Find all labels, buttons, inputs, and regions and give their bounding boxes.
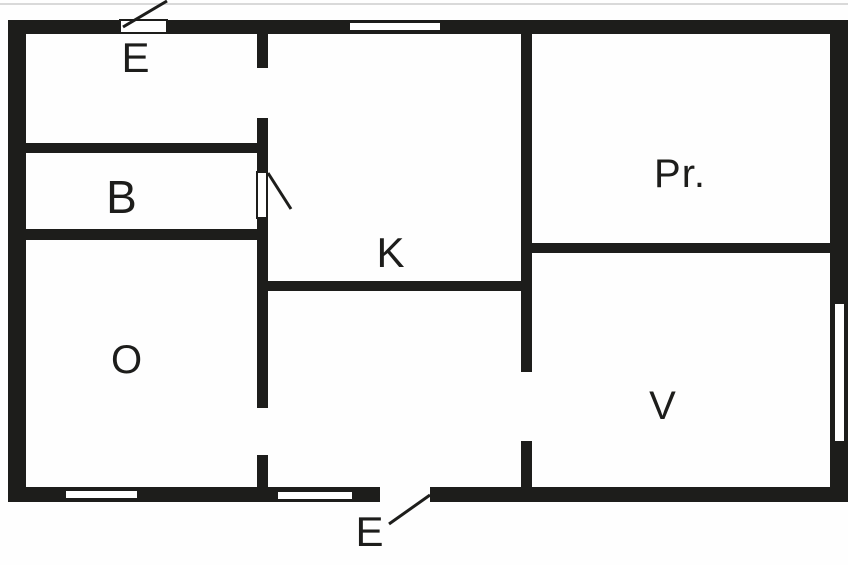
wall-left-partition-segment-3 (257, 218, 268, 408)
room-label-k: K (376, 229, 406, 276)
wall-left-partition-segment-2 (257, 118, 268, 172)
room-label-v: V (649, 384, 677, 428)
outer-wall-left (8, 20, 26, 502)
wall-left-partition-segment-1 (257, 34, 268, 68)
wall-center-partition-upper (521, 33, 532, 372)
wall-room-b-top (8, 143, 268, 153)
top-wall-window (348, 21, 442, 32)
bottom-entrance-door-swing-line (388, 493, 431, 526)
room-label-entrance-bottom: E (355, 508, 385, 555)
room-b-door-leaf (256, 171, 268, 219)
room-label-entrance-top: E (121, 34, 151, 81)
top-entrance-door-swing-line (122, 0, 168, 29)
room-label-pr: Pr. (654, 152, 706, 196)
wall-left-partition-segment-4 (257, 455, 268, 488)
wall-room-b-bottom (8, 229, 268, 240)
wall-room-pr-bottom (532, 243, 848, 253)
figure-top-edge-line (0, 3, 848, 5)
bottom-entrance-door-opening (380, 485, 430, 504)
right-wall-window (833, 302, 846, 443)
bottom-wall-window-left (64, 489, 139, 500)
bottom-wall-window-center (276, 490, 354, 501)
wall-center-partition-lower (521, 441, 532, 488)
room-label-b: B (106, 171, 138, 223)
room-b-door-swing-line (266, 172, 293, 210)
wall-room-k-bottom (257, 281, 532, 291)
room-label-o: O (110, 338, 144, 382)
